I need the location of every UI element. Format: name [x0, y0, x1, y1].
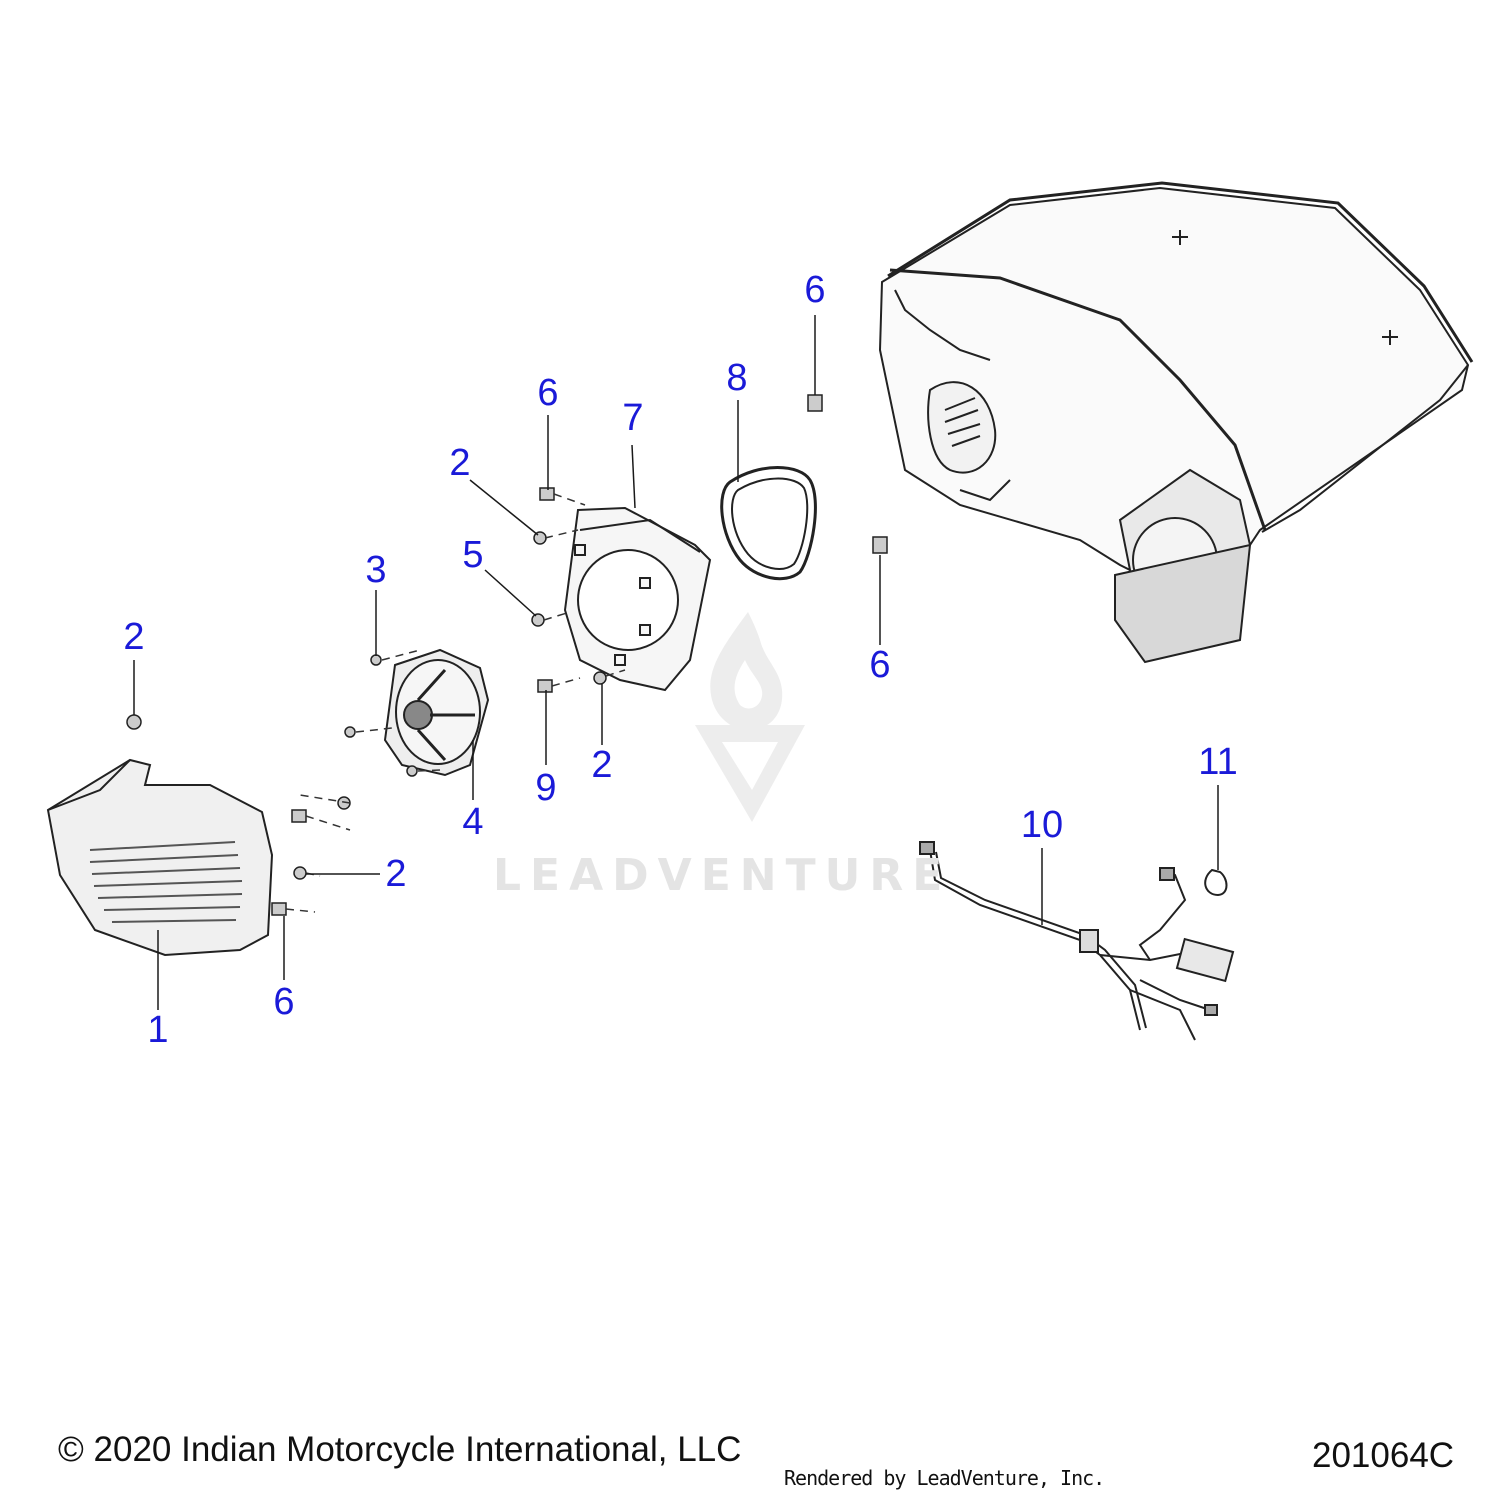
fasteners — [126, 394, 888, 916]
callout-2-left: 2 — [123, 616, 145, 658]
callout-6-top-right: 6 — [804, 269, 826, 311]
callout-3: 3 — [365, 549, 387, 591]
clip-ring-part — [1204, 868, 1228, 897]
callout-6-lower: 6 — [273, 981, 295, 1023]
callout-6-right: 6 — [869, 644, 891, 686]
wiring-harness-part — [919, 841, 1235, 1041]
leader-lines — [133, 315, 1219, 1010]
callout-9: 9 — [535, 767, 557, 809]
gasket-ring-part — [720, 466, 817, 581]
callout-6-upper: 6 — [537, 372, 559, 414]
callout-1: 1 — [147, 1009, 169, 1051]
callout-7: 7 — [622, 397, 644, 439]
lid-housing-part — [878, 181, 1474, 664]
callout-10: 10 — [1020, 804, 1064, 846]
callout-4: 4 — [462, 801, 484, 843]
callout-2-upper: 2 — [449, 442, 471, 484]
callout-5: 5 — [462, 534, 484, 576]
speaker-bracket-part — [563, 506, 712, 692]
fan-assembly-part — [383, 648, 490, 777]
copyright-notice: © 2020 Indian Motorcycle International, … — [58, 1430, 742, 1469]
callout-8: 8 — [726, 357, 748, 399]
callout-2-lower: 2 — [385, 853, 407, 895]
watermark-text: LEADVENTURE — [493, 850, 952, 901]
callout-11: 11 — [1198, 741, 1238, 783]
diagram-number: 201064C — [1312, 1436, 1455, 1475]
rendered-by-note: Rendered by LeadVenture, Inc. — [784, 1466, 1105, 1490]
lower-cover-part — [46, 758, 274, 957]
callout-2-middle: 2 — [591, 744, 613, 786]
watermark-logo — [695, 612, 805, 822]
